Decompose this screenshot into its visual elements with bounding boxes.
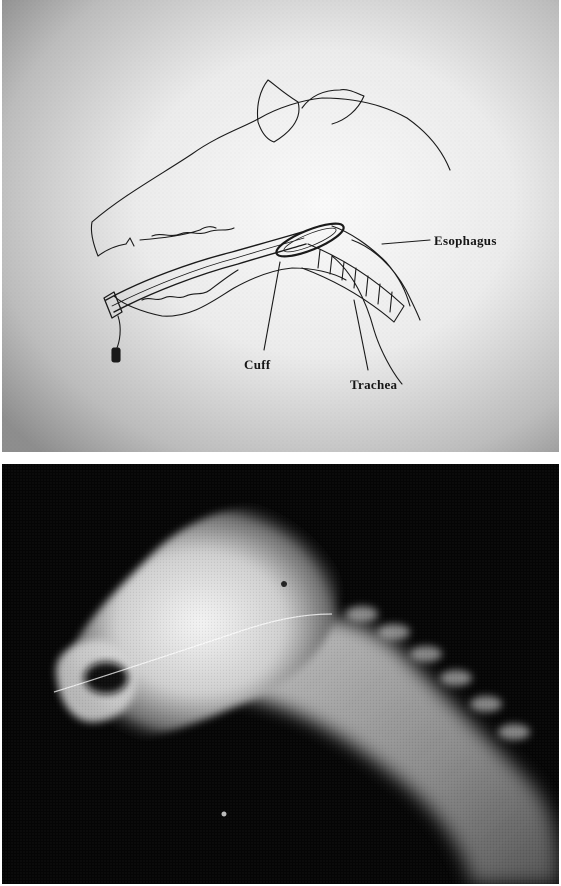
label-cuff: Cuff <box>244 357 271 372</box>
label-trachea: Trachea <box>350 377 398 392</box>
label-esophagus: Esophagus <box>434 233 497 248</box>
illustration-canvas: Esophagus Cuff Trachea <box>2 0 559 452</box>
radiograph-noise <box>2 464 559 884</box>
illustration-grain <box>2 0 559 452</box>
pilot-balloon <box>112 348 120 362</box>
radiograph-canvas <box>2 464 559 884</box>
intubation-illustration: Esophagus Cuff Trachea <box>2 0 559 452</box>
radiograph-image <box>2 464 559 884</box>
